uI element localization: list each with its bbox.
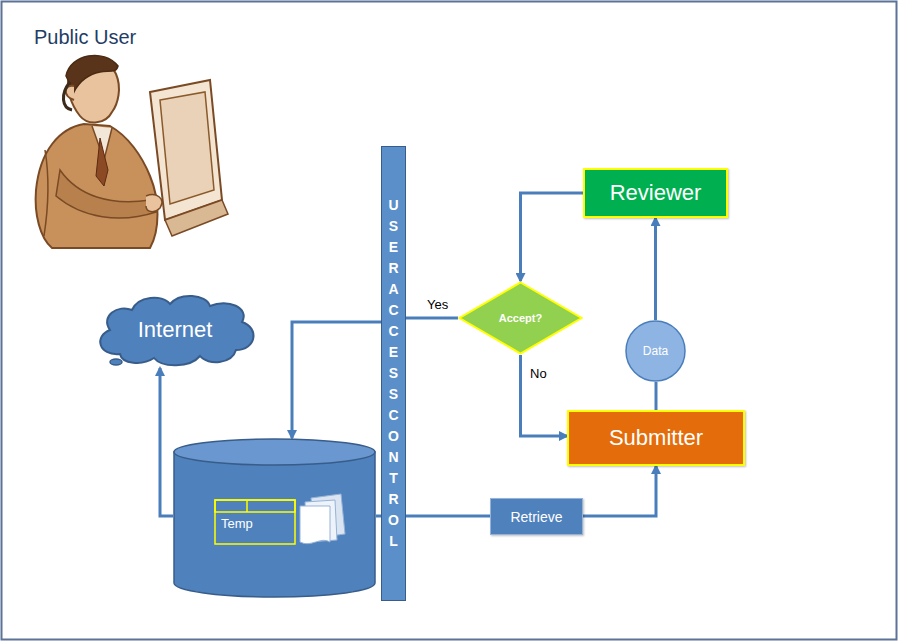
cylinder-outline: [173, 438, 376, 599]
flow-connector: [160, 368, 173, 516]
page-title: Public User: [34, 26, 136, 49]
edge-label: No: [528, 366, 549, 381]
node-text: Accept?: [499, 312, 542, 324]
flow-connector: [583, 466, 656, 516]
flow-connector: [406, 317, 458, 320]
database-cylinder: Temp: [173, 438, 376, 599]
edge-label: Yes: [425, 297, 450, 312]
flow-connector: [655, 382, 658, 410]
node-text: Submitter: [609, 425, 703, 451]
node-text: Internet: [138, 317, 213, 343]
internet-cloud: Internet: [90, 292, 260, 368]
node-text: USER ACCESS CONTROL: [387, 195, 401, 552]
decision-diamond: Accept?: [458, 281, 583, 355]
node-text: Retrieve: [510, 509, 562, 525]
retrieve-box: Retrieve: [490, 498, 583, 535]
flow-connector: [521, 355, 568, 436]
submitter-box: Submitter: [567, 410, 745, 466]
flow-connector: [521, 193, 584, 281]
user-clipart: [36, 55, 228, 248]
access-control-band: USER ACCESS CONTROL: [381, 146, 406, 601]
node-text: Data: [643, 344, 668, 358]
document-icon: [300, 494, 345, 544]
data-ellipse: Data: [625, 320, 686, 382]
flow-connector: [292, 322, 381, 438]
node-text: Reviewer: [610, 180, 702, 206]
flow-connector: [654, 218, 657, 320]
reviewer-box: Reviewer: [583, 168, 728, 218]
node-text: Temp: [221, 516, 253, 531]
